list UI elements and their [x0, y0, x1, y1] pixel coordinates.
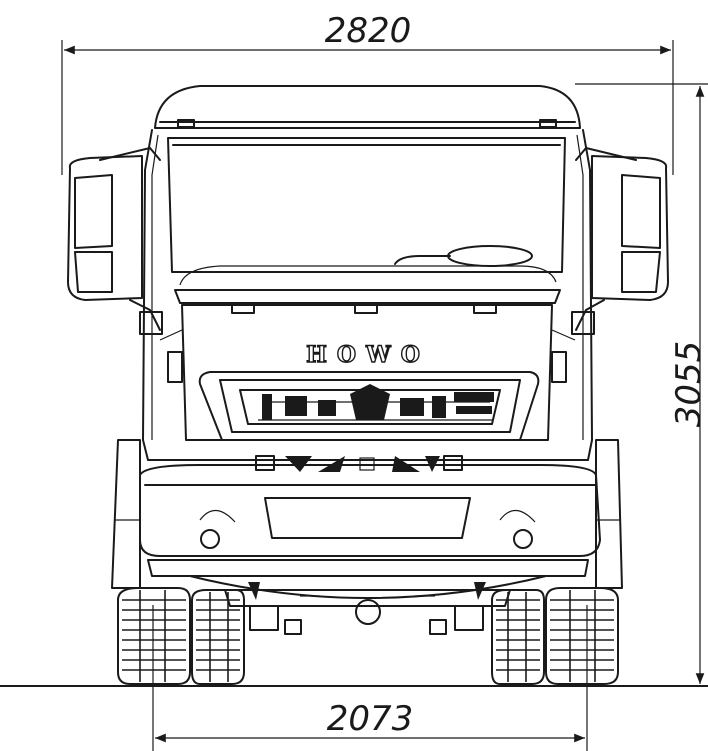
left-mirror	[67, 147, 163, 335]
brand-logo-text: HOWO	[306, 342, 430, 368]
axle-assembly	[224, 582, 511, 635]
dimension-overall-height: 3055	[575, 83, 708, 684]
left-fog-lamp	[200, 529, 220, 549]
dimension-track-width: 2073	[152, 605, 588, 751]
cab-body	[142, 129, 593, 461]
dimension-overall-width: 2820	[61, 11, 674, 175]
side-fenders	[111, 439, 623, 589]
overall-width-label: 2820	[325, 11, 412, 51]
right-wheels	[491, 587, 619, 685]
right-mirror	[571, 147, 669, 335]
front-panel	[159, 304, 576, 441]
brand-logo: HOWO	[305, 341, 430, 368]
windshield	[167, 137, 566, 286]
engine-detail	[258, 384, 494, 421]
track-width-label: 2073	[327, 699, 414, 739]
cab-roof	[154, 85, 581, 129]
cowl	[174, 289, 561, 314]
bumper	[139, 464, 601, 599]
right-fog-lamp	[513, 529, 533, 549]
left-wheels	[117, 587, 245, 685]
overall-height-label: 3055	[669, 341, 708, 428]
grille	[198, 371, 540, 472]
